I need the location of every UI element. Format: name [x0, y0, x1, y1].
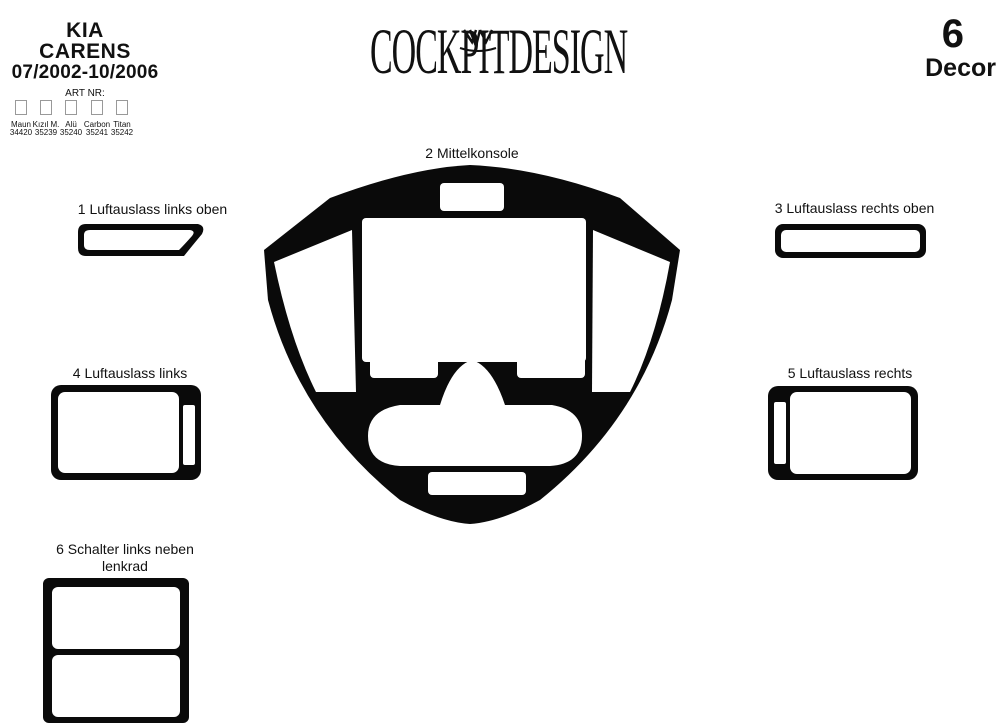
- part-6-label-line1: 6 Schalter links neben: [56, 541, 194, 557]
- swatch-maun: Maun 34420: [9, 100, 33, 137]
- swatch-titan: Titan 35242: [110, 100, 134, 137]
- article-number-label: ART NR:: [65, 88, 105, 99]
- swatch-checkbox: [15, 100, 27, 115]
- swatch-checkbox: [116, 100, 128, 115]
- swatch-alu: Alü 35240: [59, 100, 83, 137]
- decor-label: Decor: [925, 54, 996, 82]
- part-5-label: 5 Luftauslass rechts: [787, 365, 913, 381]
- vehicle-years: 07/2002-10/2006: [11, 62, 159, 83]
- piece-5-vent-right: [768, 386, 918, 480]
- logo-emblem: [459, 29, 497, 52]
- part-4-label: 4 Luftauslass links: [72, 365, 188, 381]
- swatch-carbon: Carbon 35241: [84, 100, 110, 137]
- part-1-label: 1 Luftauslass links oben: [77, 201, 228, 217]
- vehicle-make: KIA: [66, 19, 104, 42]
- swatch-checkbox: [91, 100, 103, 115]
- part-6-label: 6 Schalter links neben lenkrad: [25, 541, 225, 575]
- piece-2-center-console: [264, 165, 680, 524]
- piece-1-vent-left-top: [78, 224, 204, 256]
- piece-3-vent-right-top: [775, 224, 926, 258]
- part-6-label-line2: lenkrad: [102, 558, 148, 574]
- swatch-name: Titan: [113, 120, 131, 129]
- part-2-label: 2 Mittelkonsole: [425, 145, 519, 161]
- decor-count: 6: [941, 12, 964, 56]
- swatch-code: 35242: [110, 128, 134, 137]
- swatch-code: 35240: [59, 128, 83, 137]
- swatch-code: 35239: [34, 128, 58, 137]
- swatch-kizil: Kızıl M. 35239: [33, 100, 59, 137]
- swatch-name: Kızıl M.: [32, 120, 60, 129]
- piece-6-switch-panel: [43, 578, 189, 723]
- swatch-checkbox: [65, 100, 77, 115]
- piece-4-vent-left: [51, 385, 201, 480]
- brand-logo: COCKPITDESIGN: [368, 8, 628, 108]
- swatch-name: Alü: [65, 120, 77, 129]
- swatch-name: Maun: [10, 120, 31, 129]
- logo-wordmark: COCKPITDESIGN: [370, 18, 628, 89]
- swatch-code: 35241: [85, 128, 109, 137]
- swatch-checkbox: [40, 100, 52, 115]
- vehicle-model: CARENS: [39, 40, 131, 63]
- part-3-label: 3 Luftauslass rechts oben: [774, 200, 935, 216]
- swatch-name: Carbon: [83, 120, 111, 129]
- vehicle-info: KIA CARENS 07/2002-10/2006: [0, 20, 170, 83]
- swatch-code: 34420: [9, 128, 33, 137]
